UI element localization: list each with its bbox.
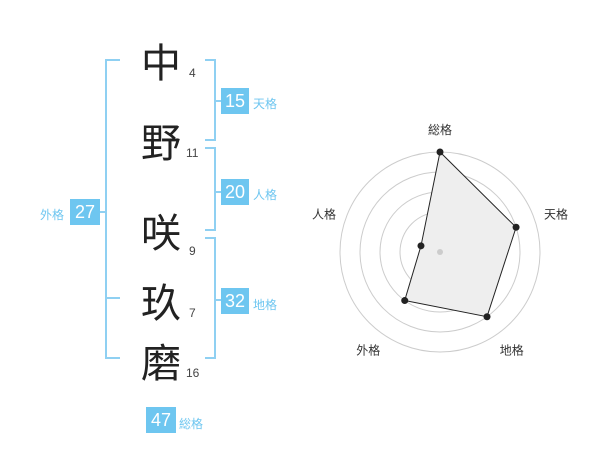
jinkaku-value: 20 <box>221 179 249 205</box>
jinkaku-label: 人格 <box>253 188 278 202</box>
gaikaku-value: 27 <box>70 199 100 225</box>
name-char-2: 野 <box>141 121 181 167</box>
chikaku-value: 32 <box>221 288 249 314</box>
soukaku-value: 47 <box>146 407 176 433</box>
chikaku-bracket <box>205 237 216 359</box>
name-char-1: 中 <box>141 41 181 87</box>
stroke-count-4: 7 <box>189 306 196 320</box>
radar-point-2 <box>512 223 520 231</box>
radar-area <box>404 150 517 318</box>
name-char-3: 咲 <box>141 211 181 257</box>
radar-point-3 <box>483 313 491 321</box>
stroke-count-1: 4 <box>189 66 196 80</box>
name-char-4: 玖 <box>141 281 181 327</box>
stroke-count-2: 11 <box>186 146 199 160</box>
radar-point-4 <box>401 297 409 305</box>
soukaku-label: 総格 <box>179 417 204 431</box>
radar-point-5 <box>417 242 425 250</box>
name-char-5: 磨 <box>141 341 181 387</box>
radar-axis-label-5: 人格 <box>312 206 336 221</box>
tenkaku-value: 15 <box>221 88 249 114</box>
chikaku-label: 地格 <box>253 298 278 312</box>
radar-axis-label-1: 総格 <box>428 122 452 137</box>
tenkaku-label: 天格 <box>253 97 278 111</box>
radar-axis-label-2: 天格 <box>544 206 568 221</box>
radar-axis-label-3: 地格 <box>500 343 524 358</box>
bracket-lines <box>92 59 221 359</box>
stroke-count-5: 16 <box>186 366 200 380</box>
jinkaku-bracket <box>205 147 216 231</box>
radar-point-1 <box>436 148 444 156</box>
stroke-count-3: 9 <box>189 244 196 258</box>
radar-axis-label-4: 外格 <box>356 343 380 358</box>
gaikaku-bracket <box>105 59 120 359</box>
gaikaku-label: 外格 <box>40 208 65 222</box>
radar-points <box>401 148 520 321</box>
radar-center-dot <box>437 249 443 255</box>
tenkaku-bracket <box>205 59 216 141</box>
